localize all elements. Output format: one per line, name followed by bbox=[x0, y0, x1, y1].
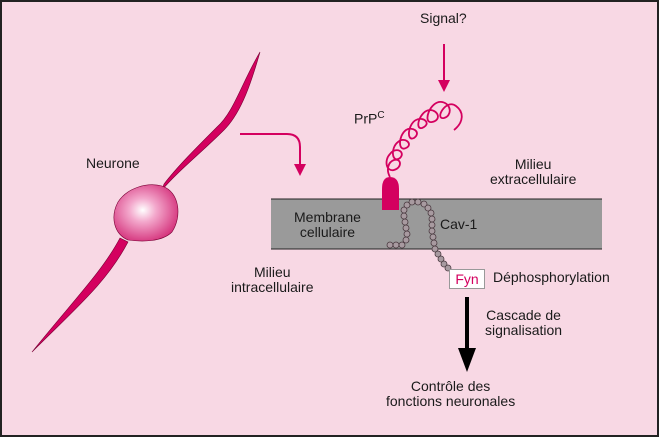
cav1-label: Cav-1 bbox=[440, 216, 478, 232]
neuron-soma bbox=[113, 184, 179, 242]
cav1-bead bbox=[386, 241, 394, 249]
cav1-bead bbox=[429, 233, 437, 241]
cav1-bead bbox=[430, 239, 438, 247]
milieu-extra-line1: Milieu bbox=[514, 156, 552, 172]
cav1-bead bbox=[420, 200, 428, 208]
neuron-dendrite bbox=[161, 51, 261, 191]
controle-line1: Contrôle des bbox=[410, 378, 491, 394]
dephosphorylation-label: Déphosphorylation bbox=[493, 269, 610, 285]
cav1-bead bbox=[402, 224, 410, 232]
milieu-intracellulaire-label: Milieu intracellulaire bbox=[231, 265, 313, 295]
controle-label: Contrôle des fonctions neuronales bbox=[386, 379, 515, 409]
cav1-bead bbox=[403, 230, 411, 238]
cav1-bead bbox=[414, 198, 422, 206]
prpc-label-main: PrP bbox=[354, 110, 378, 127]
signal-arrow-head bbox=[438, 80, 450, 92]
prpc-helix bbox=[385, 101, 463, 178]
cav1-bead bbox=[400, 206, 408, 214]
cav1-bead bbox=[440, 260, 448, 268]
cell-membrane bbox=[271, 199, 602, 249]
prpc-label: PrPC bbox=[354, 108, 385, 127]
membrane-line2: cellulaire bbox=[299, 224, 356, 240]
signal-label: Signal? bbox=[420, 10, 467, 26]
cav1-bead bbox=[398, 241, 406, 249]
cascade-arrow-head bbox=[458, 348, 476, 372]
neurone-label: Neurone bbox=[86, 155, 140, 171]
cav1-bead bbox=[427, 209, 435, 217]
cascade-label: Cascade de signalisation bbox=[485, 308, 562, 338]
cav1-bead bbox=[434, 250, 442, 258]
cav1-bead bbox=[431, 245, 439, 253]
cav1-bead bbox=[424, 204, 432, 212]
milieu-extra-line2: extracellulaire bbox=[490, 171, 577, 187]
cav1-bead bbox=[428, 221, 436, 229]
membrane-line1: Membrane bbox=[294, 209, 361, 225]
cav1-bead bbox=[392, 241, 400, 249]
zoom-arrow-head bbox=[294, 164, 306, 176]
zoom-arrow-line bbox=[240, 133, 301, 165]
cav1-bead bbox=[403, 201, 411, 209]
fyn-box: Fyn bbox=[449, 269, 485, 289]
controle-line2: fonctions neuronales bbox=[386, 393, 516, 409]
neuron-axon bbox=[31, 237, 129, 353]
milieu-intra-line2: intracellulaire bbox=[231, 279, 314, 295]
cascade-line1: Cascade de bbox=[486, 307, 561, 323]
cav1-bead bbox=[437, 255, 445, 263]
cav1-bead-chain bbox=[386, 198, 452, 272]
cav1-bead bbox=[428, 215, 436, 223]
cascade-line2: signalisation bbox=[485, 322, 563, 338]
prpc-label-sup: C bbox=[377, 110, 385, 121]
cav1-bead bbox=[402, 236, 410, 244]
membrane-label: Membrane cellulaire bbox=[294, 210, 361, 240]
milieu-extracellulaire-label: Milieu extracellulaire bbox=[490, 157, 576, 187]
prpc-anchor bbox=[382, 177, 399, 210]
cav1-bead bbox=[428, 227, 436, 235]
cav1-bead bbox=[400, 212, 408, 220]
cav1-bead bbox=[401, 218, 409, 226]
milieu-intra-line1: Milieu bbox=[253, 264, 291, 280]
cav1-bead bbox=[408, 198, 416, 206]
neuron-illustration bbox=[31, 51, 261, 353]
